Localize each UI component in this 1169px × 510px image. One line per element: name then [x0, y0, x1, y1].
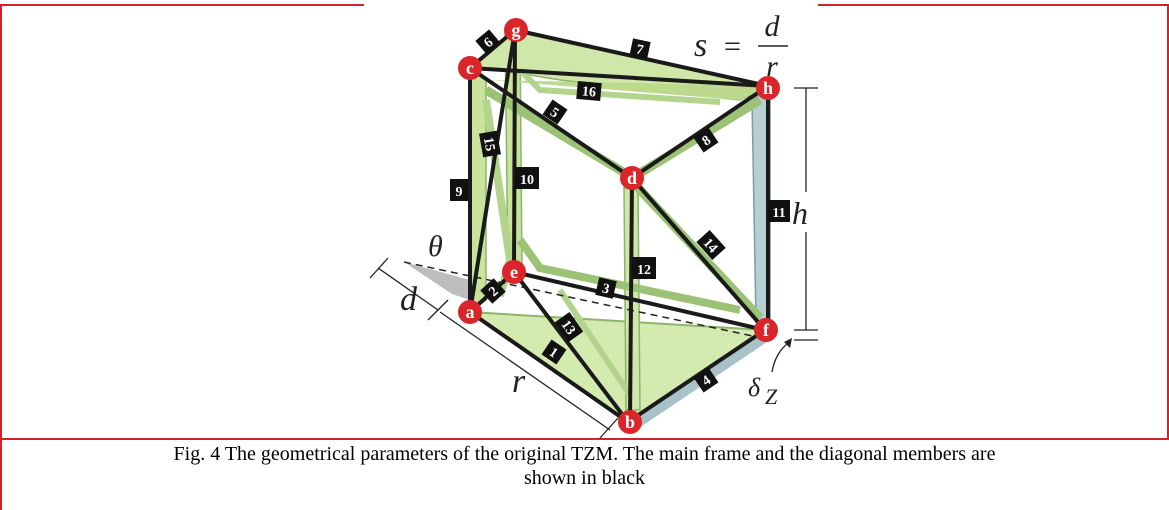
member-label-4: 4	[693, 367, 719, 393]
node-b: b	[618, 410, 642, 434]
member-label-1: 1	[541, 339, 567, 365]
node-a: a	[458, 300, 482, 324]
member-label-13: 13	[554, 312, 584, 342]
svg-text:d: d	[627, 168, 637, 188]
svg-text:c: c	[466, 58, 474, 78]
svg-text:e: e	[510, 262, 518, 282]
border-top-left	[0, 4, 364, 6]
member-label-9: 9	[450, 179, 468, 201]
border-top-right	[818, 4, 1169, 6]
tzm-diagram: 1 2 3 4 5 6 7 8 9 10 11 12 13 14 15 16 a…	[369, 10, 818, 439]
delta-label: δ	[748, 373, 761, 402]
member-label-16: 16	[576, 80, 602, 102]
node-f: f	[754, 318, 778, 342]
theta-construction	[403, 261, 763, 339]
svg-text:9: 9	[456, 185, 463, 200]
member-label-14: 14	[696, 230, 726, 260]
member-label-11: 11	[768, 200, 790, 222]
d-dimension-label: d	[400, 281, 418, 318]
formula-denominator: r	[766, 50, 778, 83]
caption-line-2: shown in black	[523, 467, 646, 489]
svg-text:16: 16	[581, 84, 596, 100]
caption-line-1: Fig. 4 The geometrical parameters of the…	[173, 443, 996, 465]
nodes: a b c d e f g h	[458, 18, 780, 434]
formula: s = d r	[694, 10, 788, 83]
member-label-10: 10	[515, 167, 539, 189]
member-label-3: 3	[595, 277, 617, 299]
border-right	[1167, 4, 1169, 440]
theta-label: θ	[428, 230, 443, 263]
green-frame-panels	[466, 29, 773, 430]
node-g: g	[504, 18, 528, 42]
dimension-lines	[369, 87, 818, 439]
svg-text:7: 7	[635, 42, 645, 58]
svg-text:b: b	[625, 412, 635, 432]
parameter-labels: θ d r h δ Z	[400, 195, 808, 409]
border-left	[0, 4, 2, 510]
z-label: Z	[765, 384, 778, 409]
r-dimension-label: r	[512, 363, 526, 400]
node-e: e	[502, 260, 526, 284]
member-label-12: 12	[632, 257, 656, 279]
member-label-5: 5	[542, 99, 568, 125]
caption-divider	[0, 438, 1169, 440]
svg-text:15: 15	[480, 136, 497, 152]
svg-text:a: a	[466, 302, 475, 322]
node-c: c	[458, 56, 482, 80]
member-label-8: 8	[693, 127, 719, 153]
svg-text:h: h	[763, 78, 773, 98]
member-labels: 1 2 3 4 5 6 7 8 9 10 11 12 13 14 15 16	[450, 29, 790, 393]
node-h: h	[756, 76, 780, 100]
h-dimension-label: h	[792, 195, 808, 231]
member-label-15: 15	[479, 130, 501, 158]
svg-text:12: 12	[637, 263, 651, 278]
svg-text:g: g	[512, 20, 521, 40]
formula-equals: =	[724, 30, 741, 63]
svg-text:f: f	[763, 320, 770, 340]
formula-lhs: s	[694, 27, 707, 64]
node-d: d	[620, 166, 644, 190]
member-label-7: 7	[629, 38, 651, 60]
svg-text:3: 3	[601, 281, 611, 297]
figure-caption: Fig. 4 The geometrical parameters of the…	[8, 442, 1161, 490]
formula-numerator: d	[765, 10, 781, 43]
member-label-2: 2	[480, 278, 506, 304]
svg-text:10: 10	[520, 173, 534, 188]
svg-text:11: 11	[772, 206, 785, 221]
member-label-6: 6	[475, 29, 501, 55]
